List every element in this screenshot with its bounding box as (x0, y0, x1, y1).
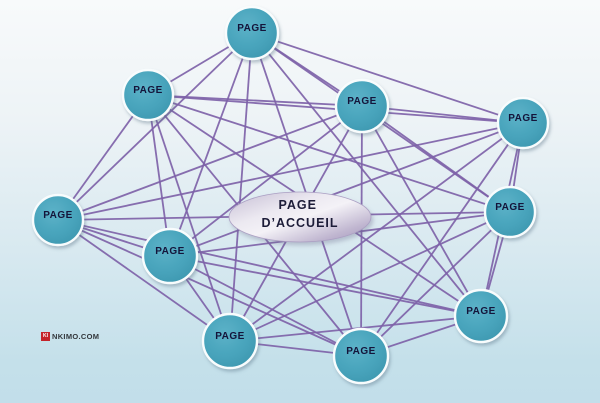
edge-line (57, 32, 253, 221)
page-node-label: PAGE (495, 202, 525, 213)
page-node-4: PAGE (496, 96, 550, 150)
page-node-9: PAGE (201, 312, 259, 370)
page-node-circle (496, 96, 550, 150)
edge-line (229, 211, 511, 342)
edge-line (169, 105, 363, 257)
page-node-6: PAGE (141, 227, 199, 285)
edge-line (360, 211, 511, 357)
watermark: KI NKIMO.COM (41, 332, 99, 341)
page-node-label: PAGE (466, 306, 496, 317)
edge-line (360, 122, 524, 357)
home-page-label: PAGE D’ACCUEIL (261, 198, 338, 230)
edge-line (251, 32, 524, 124)
page-node-label: PAGE (215, 331, 245, 342)
home-page-label-line1: PAGE (279, 198, 318, 212)
page-node-circle (31, 193, 85, 247)
page-node-circle (453, 288, 509, 344)
page-node-8: PAGE (453, 288, 509, 344)
edge-line (147, 94, 511, 213)
nodes-layer: PAGE PAGE PAGE PAGE PAGE PAGE PAGE PAGE PAGE PAGE (31, 5, 550, 385)
page-node-circle (334, 78, 390, 134)
page-node-7: PAGE (483, 185, 537, 239)
page-node-label: PAGE (347, 96, 377, 107)
page-node-circle (483, 185, 537, 239)
kinkimo-logo-icon: KI (41, 332, 50, 341)
page-node-circle (224, 5, 280, 61)
home-page-ellipse (228, 191, 372, 243)
home-page-label-line2: D’ACCUEIL (261, 216, 338, 230)
edge-line (169, 255, 482, 317)
page-node-label: PAGE (43, 210, 73, 221)
page-node-3: PAGE (334, 78, 390, 134)
page-node-circle (332, 327, 390, 385)
page-node-label: PAGE (155, 246, 185, 257)
page-node-circle (121, 68, 175, 122)
page-node-circle (141, 227, 199, 285)
edge-line (229, 32, 253, 342)
page-node-10: PAGE (332, 327, 390, 385)
edge-line (229, 122, 524, 342)
edge-line (57, 105, 363, 221)
page-node-5: PAGE (31, 193, 85, 247)
edge-line (169, 255, 362, 357)
page-node-label: PAGE (237, 23, 267, 34)
edge-line (361, 105, 482, 317)
edge-line (361, 105, 511, 213)
page-node-1: PAGE (224, 5, 280, 61)
page-node-label: PAGE (508, 113, 538, 124)
edge-line (169, 32, 253, 257)
home-page-hub: PAGE D’ACCUEIL (228, 191, 372, 243)
page-node-2: PAGE (121, 68, 175, 122)
page-node-label: PAGE (346, 346, 376, 357)
edge-line (169, 122, 524, 257)
edge-line (57, 219, 482, 317)
edge-line (57, 219, 231, 342)
watermark-text: NKIMO.COM (52, 332, 100, 341)
page-node-label: PAGE (133, 85, 163, 96)
edge-line (251, 32, 482, 317)
edge-line (57, 122, 524, 221)
page-node-circle (201, 312, 259, 370)
